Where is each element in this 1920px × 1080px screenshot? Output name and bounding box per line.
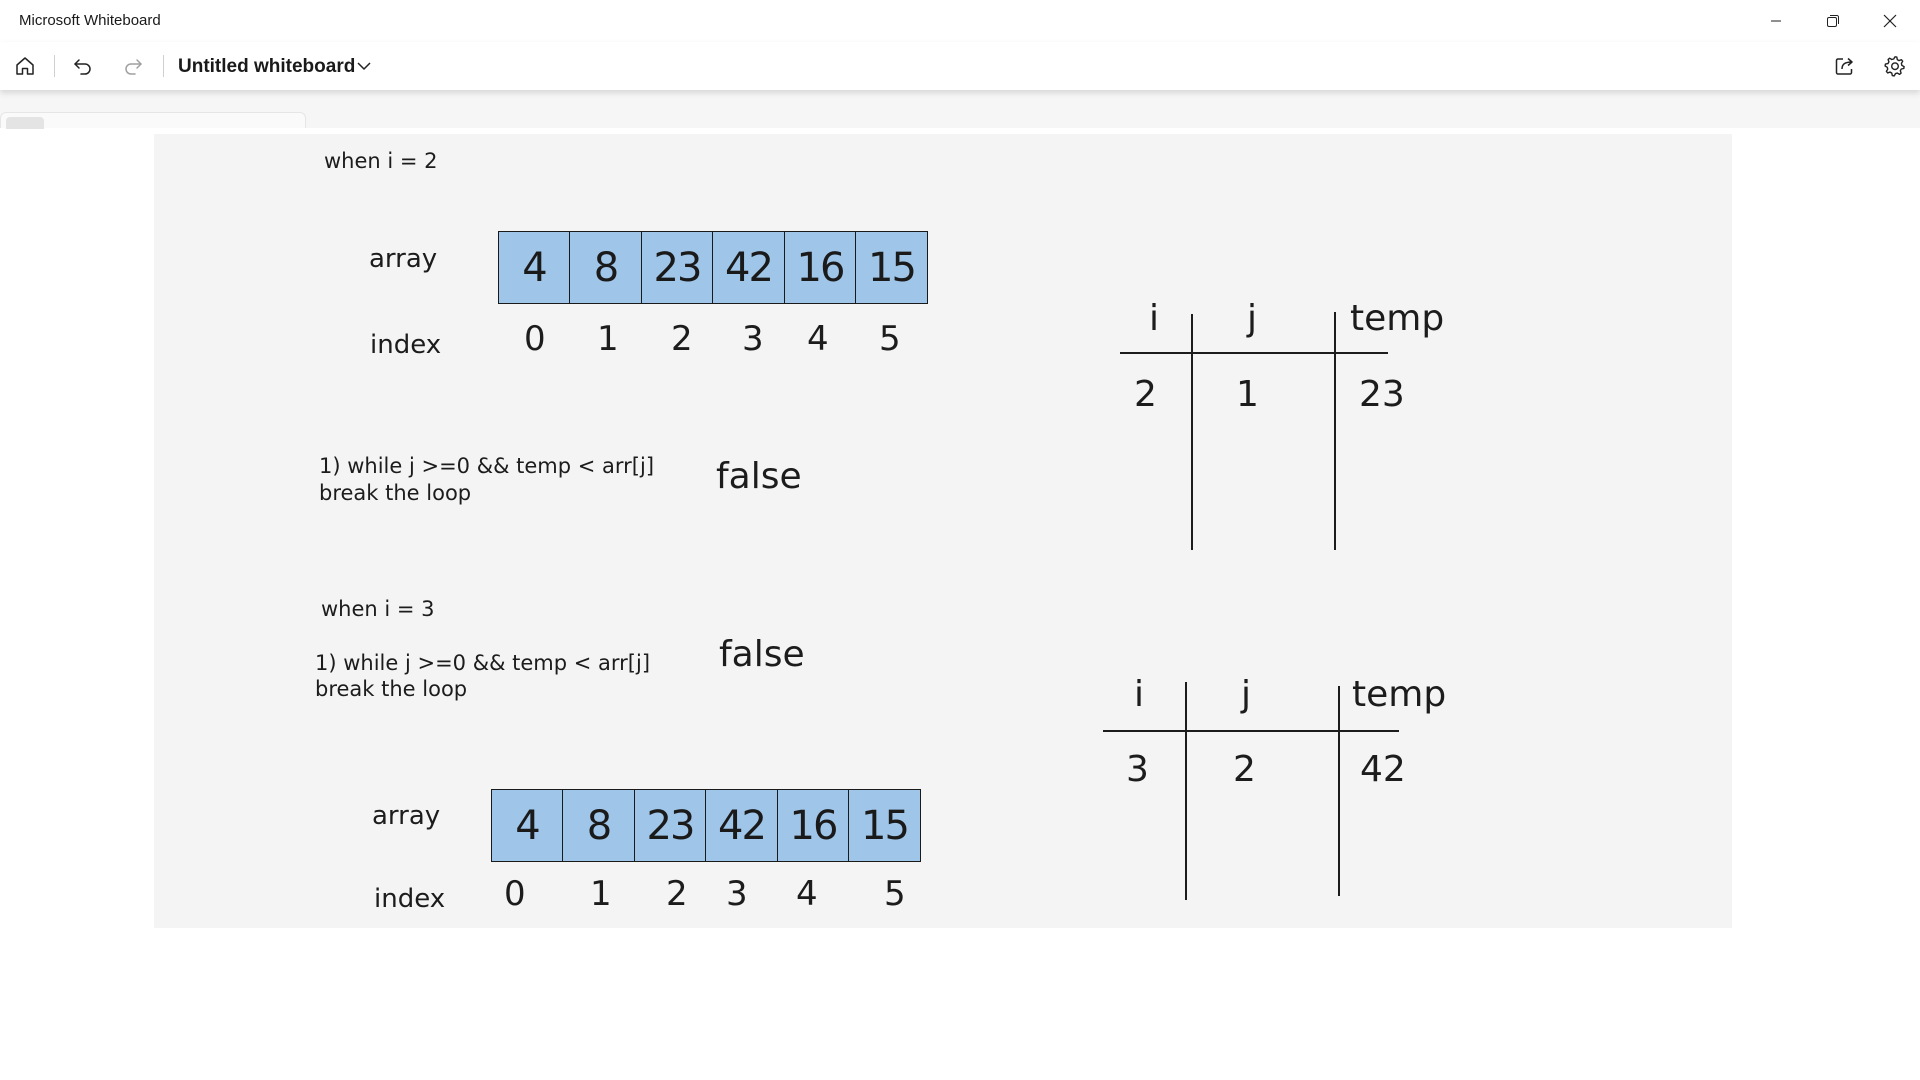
array-cell: 23 [640,231,714,304]
array-cell: 4 [490,789,564,862]
array-cell: 16 [783,231,857,304]
array-cell: 42 [705,789,778,862]
array-cell: 23 [633,789,707,862]
table-header: temp [1352,674,1447,715]
table-rule [1185,682,1187,900]
title-bar: Microsoft Whiteboard [0,0,1920,42]
table-rule [1120,352,1388,354]
section1-step-line2: break the loop [319,481,472,505]
table-cell: 42 [1360,749,1406,790]
index-value: 0 [504,874,526,914]
section2-step-line1: 1) while j >=0 && temp < arr[j] [315,651,651,675]
table-cell: 2 [1233,749,1256,790]
table-header: j [1247,298,1258,339]
minimize-icon [1771,20,1781,22]
board-content[interactable]: when i = 2 array 4 8 23 42 16 15 index 0… [154,134,1732,928]
section2-result: false [719,634,805,675]
ghost-strip [0,90,1920,128]
index-value: 1 [590,874,612,914]
share-icon [1835,57,1853,75]
section1-heading: when i = 2 [324,149,438,173]
section2-step-line2: break the loop [315,677,468,701]
share-button[interactable] [1825,46,1865,86]
section1-array: 4 8 23 42 16 15 [497,231,928,304]
ghost-panel [0,112,306,128]
array-cell: 8 [569,231,642,304]
section1-result: false [716,456,802,497]
undo-icon [74,59,91,75]
index-value: 5 [879,319,901,359]
board-title[interactable]: Untitled whiteboard [178,56,356,77]
section2-heading: when i = 3 [321,597,435,621]
toolbar-divider [54,55,55,77]
settings-button[interactable] [1875,46,1915,86]
index-value: 4 [807,319,829,359]
close-button[interactable] [1862,0,1918,42]
home-icon [16,57,34,75]
gear-icon [1884,56,1905,77]
redo-button[interactable] [113,46,153,86]
table-rule [1334,312,1336,550]
section1-step-line1: 1) while j >=0 && temp < arr[j] [319,454,655,478]
array-cell: 42 [712,231,785,304]
index-value: 3 [742,319,764,359]
toolbar-divider [163,55,164,77]
index-value: 4 [796,874,818,914]
section2-array: 4 8 23 42 16 15 [490,789,921,862]
restore-button[interactable] [1805,0,1861,42]
ghost-tab [6,117,44,129]
table-cell: 2 [1134,374,1157,415]
index-value: 2 [666,874,688,914]
array-cell: 8 [562,789,635,862]
index-value: 5 [884,874,906,914]
index-value: 3 [726,874,748,914]
section1-index-label: index [370,330,442,360]
toolbar: Untitled whiteboard [0,42,1920,90]
table-rule [1338,686,1340,896]
table-header: i [1149,298,1160,339]
array-cell: 4 [497,231,571,304]
close-icon [1883,14,1897,28]
table-rule [1191,314,1193,550]
array-cell: 16 [776,789,850,862]
table-rule [1103,730,1399,732]
index-value: 1 [597,319,619,359]
whiteboard-canvas[interactable]: when i = 2 array 4 8 23 42 16 15 index 0… [0,90,1920,1080]
array-cell: 15 [848,789,921,862]
table-header: i [1134,674,1145,715]
minimize-button[interactable] [1748,0,1804,42]
table-cell: 23 [1359,374,1405,415]
index-value: 0 [524,319,546,359]
table-cell: 3 [1126,749,1149,790]
table-header: j [1241,674,1252,715]
redo-icon [125,59,142,75]
home-button[interactable] [5,46,45,86]
board-menu-button[interactable] [350,52,378,80]
array-cell: 15 [855,231,928,304]
undo-button[interactable] [63,46,103,86]
section1-array-label: array [369,244,438,274]
section2-index-label: index [374,884,446,914]
index-value: 2 [671,319,693,359]
table-cell: 1 [1236,374,1259,415]
table-header: temp [1350,298,1445,339]
chevron-down-icon [357,62,371,70]
section2-array-label: array [372,801,441,831]
app-title: Microsoft Whiteboard [19,12,161,29]
restore-icon [1827,15,1839,27]
